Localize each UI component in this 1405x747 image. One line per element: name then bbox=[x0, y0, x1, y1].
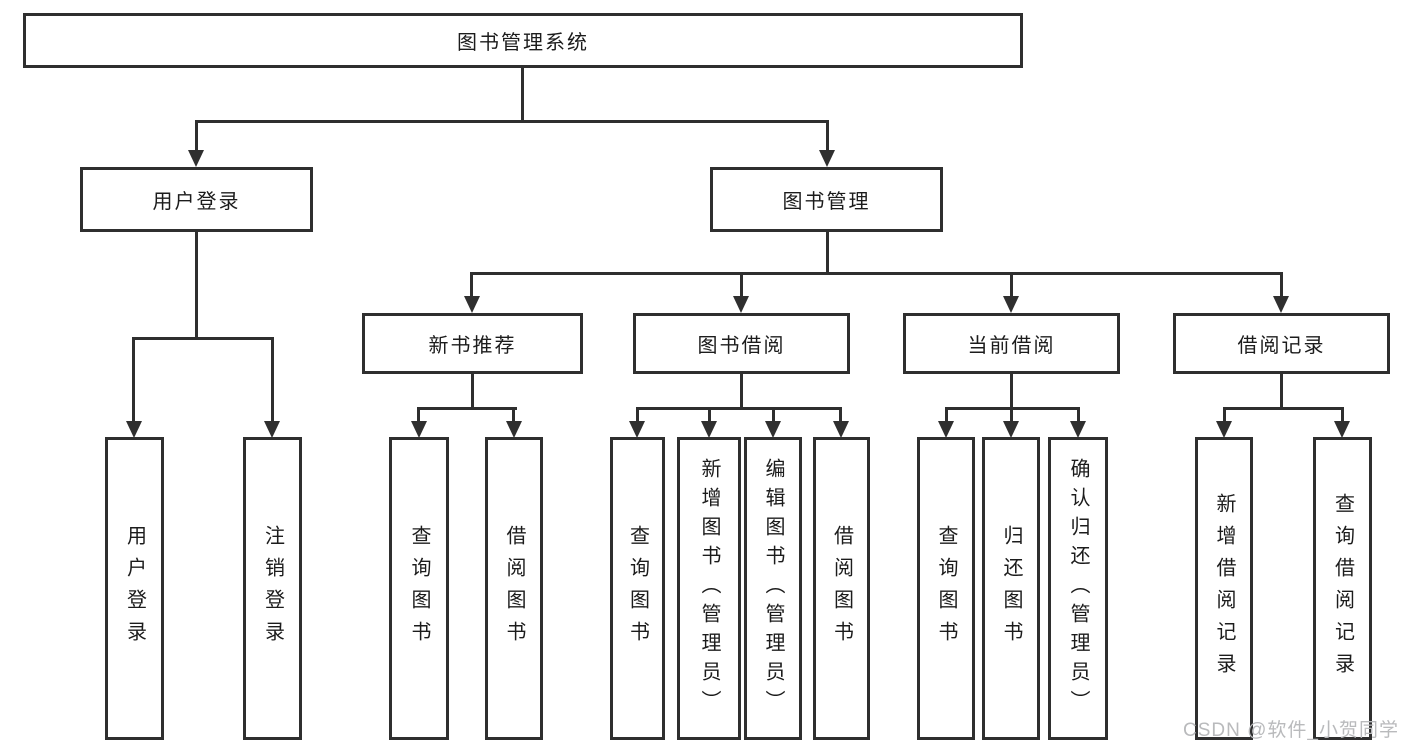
arrowhead-down-g1-leaf2 bbox=[506, 421, 522, 438]
connector-stub-borrow-records bbox=[1280, 272, 1283, 299]
leaf-cb-confirm-return-admin-label: 确认归还（管理员） bbox=[1067, 458, 1089, 719]
leaf-bb-edit-books-admin: 编辑图书（管理员） bbox=[744, 437, 802, 740]
arrowhead-down-g3-leaf3 bbox=[1070, 421, 1086, 438]
connector-stub-leaf-user-login bbox=[132, 337, 135, 423]
node-current-borrowing: 当前借阅 bbox=[903, 313, 1120, 374]
node-current-borrowing-label: 当前借阅 bbox=[967, 335, 1056, 357]
connector-stub-book-management bbox=[826, 120, 829, 153]
leaf-cb-return-books-label: 归还图书 bbox=[1000, 524, 1022, 653]
leaf-cb-query-books-label: 查询图书 bbox=[935, 524, 957, 653]
connector-g1-stub1 bbox=[417, 407, 420, 423]
leaf-br-add-record: 新增借阅记录 bbox=[1195, 437, 1253, 740]
connector-g1-hline bbox=[417, 407, 517, 410]
connector-g3-stem bbox=[1010, 374, 1013, 410]
arrowhead-down-new-book bbox=[464, 296, 480, 313]
connector-level1-hline bbox=[195, 120, 829, 123]
connector-stub-current-borrow bbox=[1010, 272, 1013, 299]
connector-userlogin-hline bbox=[132, 337, 274, 340]
connector-stub-new-book bbox=[470, 272, 473, 299]
leaf-nbr-borrow-books: 借阅图书 bbox=[485, 437, 543, 740]
leaf-nbr-query-books: 查询图书 bbox=[389, 437, 449, 740]
leaf-bb-add-books-admin-label: 新增图书（管理员） bbox=[698, 458, 720, 719]
leaf-bb-query-books-label: 查询图书 bbox=[626, 524, 649, 653]
connector-g3-stub1 bbox=[945, 407, 948, 423]
leaf-cb-confirm-return-admin: 确认归还（管理员） bbox=[1048, 437, 1108, 740]
arrowhead-down-g4-leaf2 bbox=[1334, 421, 1350, 438]
node-root-label: 图书管理系统 bbox=[457, 32, 589, 54]
connector-g3-stub3 bbox=[1077, 407, 1080, 423]
node-book-management: 图书管理 bbox=[710, 167, 943, 232]
node-user-login: 用户登录 bbox=[80, 167, 313, 232]
arrowhead-down-leaf-user-login bbox=[126, 421, 142, 438]
node-user-login-label: 用户登录 bbox=[152, 191, 241, 213]
node-new-book-recommendation: 新书推荐 bbox=[362, 313, 583, 374]
arrowhead-down-g2-leaf4 bbox=[833, 421, 849, 438]
arrowhead-down-book-management bbox=[819, 150, 835, 167]
csdn-watermark: CSDN @软件_小贺同学 bbox=[1183, 720, 1399, 741]
arrowhead-down-g2-leaf2 bbox=[701, 421, 717, 438]
arrowhead-down-user-login bbox=[188, 150, 204, 167]
connector-g4-stem bbox=[1280, 374, 1283, 410]
node-borrowing-records-label: 借阅记录 bbox=[1237, 335, 1326, 357]
arrowhead-down-g4-leaf1 bbox=[1216, 421, 1232, 438]
connector-g4-stub2 bbox=[1341, 407, 1344, 423]
connector-level3-hline bbox=[470, 272, 1283, 275]
node-root: 图书管理系统 bbox=[23, 13, 1023, 68]
leaf-user-login: 用户登录 bbox=[105, 437, 164, 740]
connector-g2-hline bbox=[636, 407, 842, 410]
leaf-bb-query-books: 查询图书 bbox=[610, 437, 665, 740]
arrowhead-down-g2-leaf3 bbox=[765, 421, 781, 438]
arrowhead-down-g2-leaf1 bbox=[629, 421, 645, 438]
arrowhead-down-leaf-logout bbox=[264, 421, 280, 438]
node-book-borrowing: 图书借阅 bbox=[633, 313, 850, 374]
connector-g2-stub2 bbox=[708, 407, 711, 423]
leaf-bb-add-books-admin: 新增图书（管理员） bbox=[677, 437, 741, 740]
arrowhead-down-g1-leaf1 bbox=[411, 421, 427, 438]
leaf-bb-borrow-books: 借阅图书 bbox=[813, 437, 870, 740]
leaf-nbr-borrow-books-label: 借阅图书 bbox=[503, 524, 525, 653]
leaf-br-add-record-label: 新增借阅记录 bbox=[1213, 492, 1235, 685]
connector-g2-stem bbox=[740, 374, 743, 410]
leaf-logout-login: 注销登录 bbox=[243, 437, 302, 740]
node-book-borrowing-label: 图书借阅 bbox=[697, 335, 786, 357]
arrowhead-down-book-borrow bbox=[733, 296, 749, 313]
node-borrowing-records: 借阅记录 bbox=[1173, 313, 1390, 374]
leaf-cb-query-books: 查询图书 bbox=[917, 437, 975, 740]
leaf-bb-edit-books-admin-label: 编辑图书（管理员） bbox=[762, 458, 784, 719]
arrowhead-down-borrow-records bbox=[1273, 296, 1289, 313]
leaf-cb-return-books: 归还图书 bbox=[982, 437, 1040, 740]
connector-bookmgmt-stem bbox=[826, 232, 829, 274]
leaf-bb-borrow-books-label: 借阅图书 bbox=[830, 524, 853, 653]
connector-root-stem bbox=[521, 66, 524, 122]
node-book-management-label: 图书管理 bbox=[782, 191, 871, 213]
connector-g1-stem bbox=[471, 374, 474, 410]
connector-stub-leaf-logout bbox=[271, 337, 274, 423]
connector-g2-stub3 bbox=[772, 407, 775, 423]
connector-g4-hline bbox=[1223, 407, 1344, 410]
node-new-book-recommendation-label: 新书推荐 bbox=[428, 335, 517, 357]
connector-stub-user-login bbox=[195, 120, 198, 153]
leaf-logout-login-label: 注销登录 bbox=[261, 524, 284, 653]
arrowhead-down-g3-leaf2 bbox=[1003, 421, 1019, 438]
leaf-nbr-query-books-label: 查询图书 bbox=[408, 524, 430, 653]
connector-g2-stub4 bbox=[839, 407, 842, 423]
connector-g4-stub1 bbox=[1223, 407, 1226, 423]
arrowhead-down-g3-leaf1 bbox=[938, 421, 954, 438]
leaf-br-query-record: 查询借阅记录 bbox=[1313, 437, 1372, 740]
arrowhead-down-current-borrow bbox=[1003, 296, 1019, 313]
connector-g3-stub2 bbox=[1010, 407, 1013, 423]
connector-g1-stub2 bbox=[512, 407, 515, 423]
connector-g2-stub1 bbox=[636, 407, 639, 423]
leaf-br-query-record-label: 查询借阅记录 bbox=[1331, 492, 1354, 685]
connector-stub-book-borrow bbox=[740, 272, 743, 299]
leaf-user-login-label: 用户登录 bbox=[123, 524, 146, 653]
connector-userlogin-stem bbox=[195, 232, 198, 339]
